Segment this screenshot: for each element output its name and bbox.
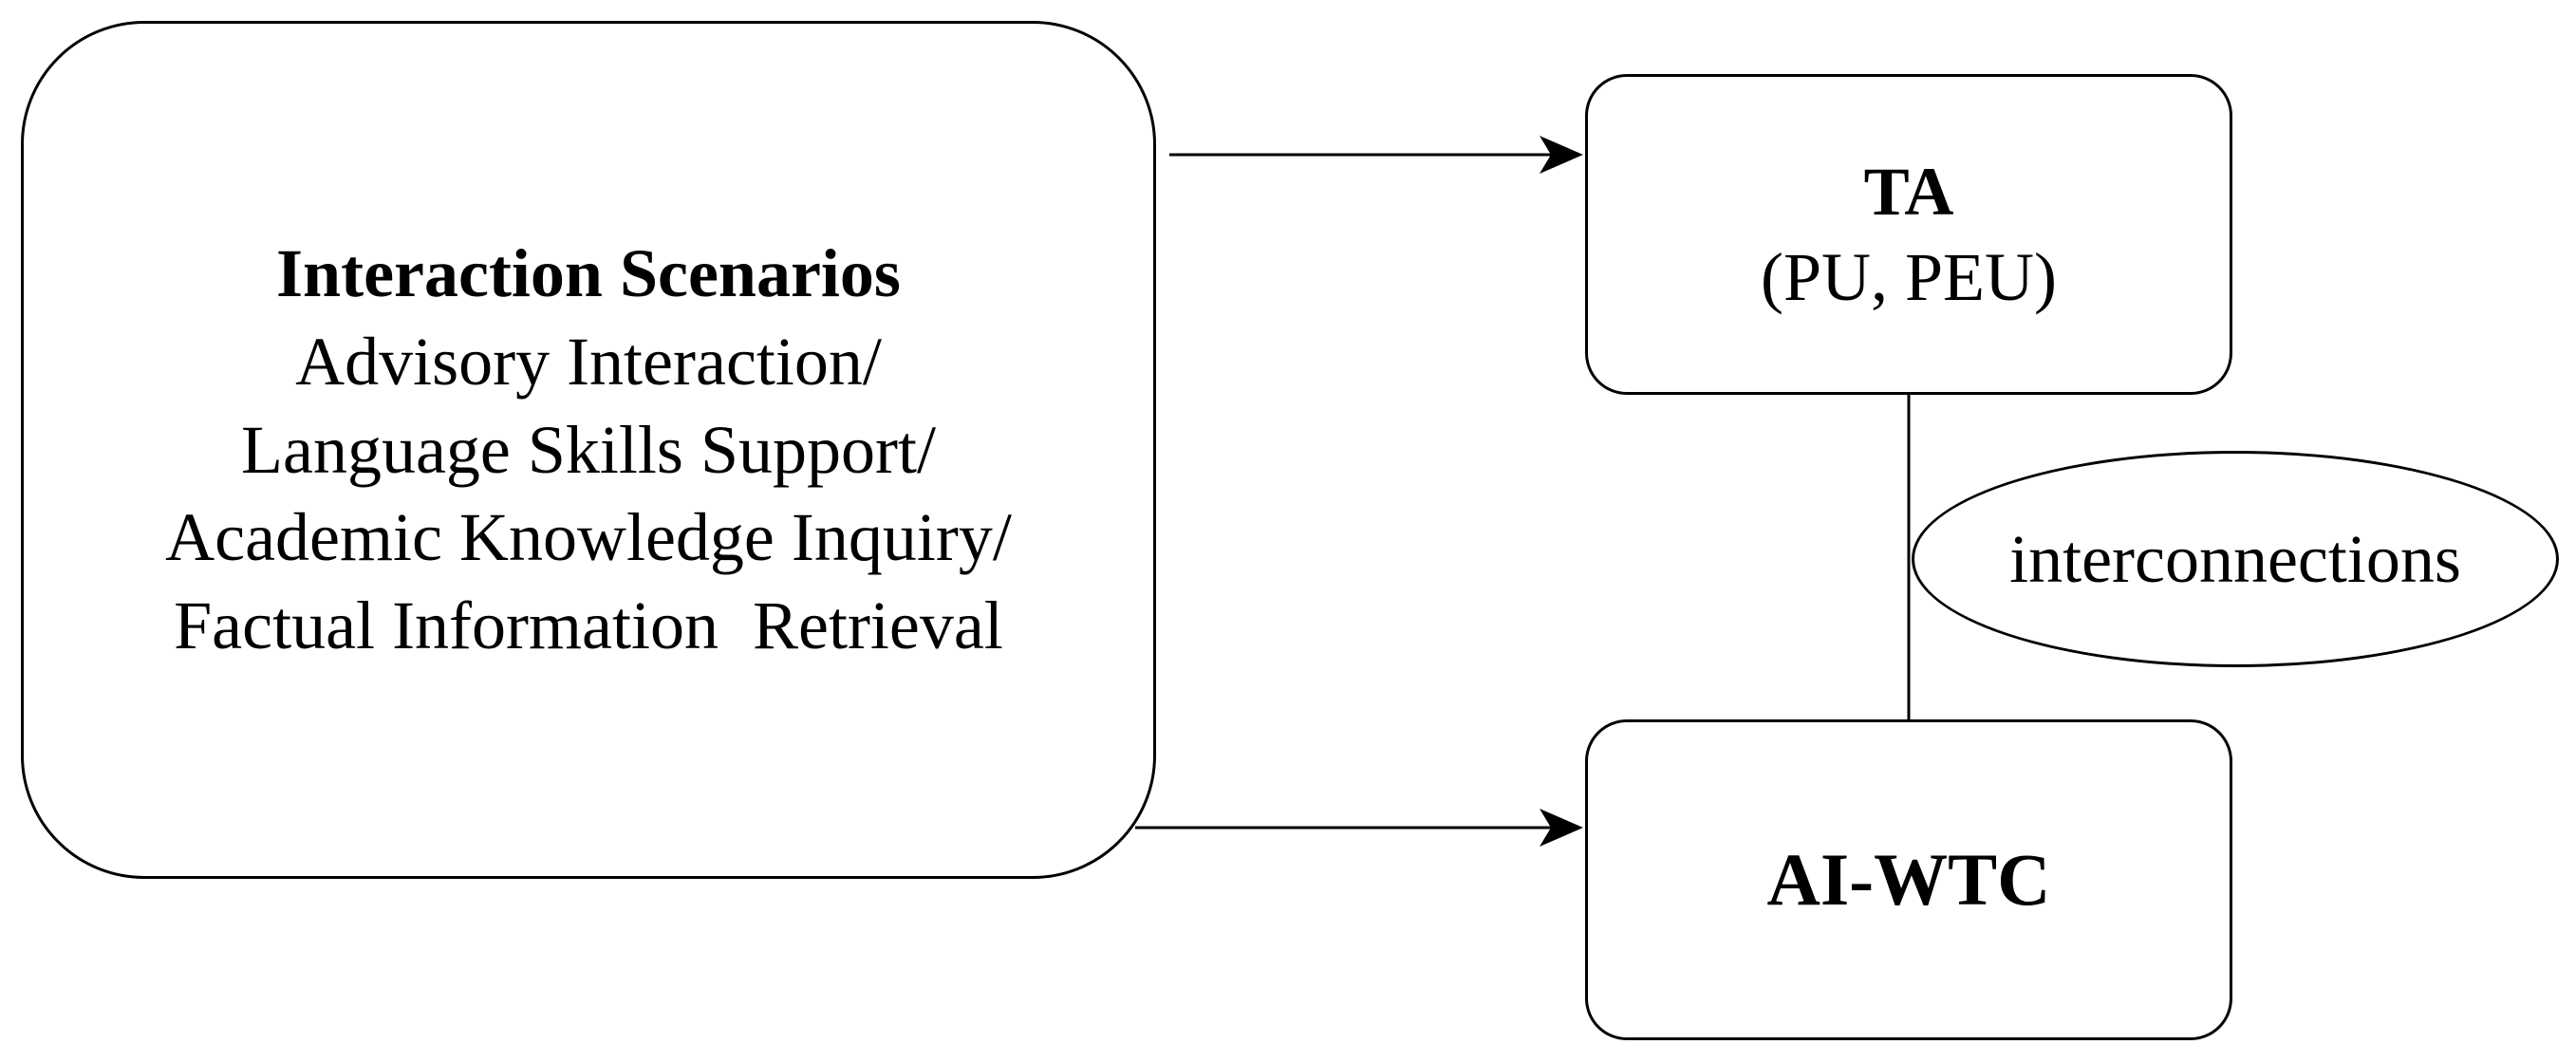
ai-wtc-title: AI-WTC xyxy=(1766,838,2051,921)
scenario-item: Academic Knowledge Inquiry/ xyxy=(165,499,1012,576)
interconnections-label: interconnections xyxy=(2009,520,2461,597)
ta-box: TA (PU, PEU) xyxy=(1585,74,2232,395)
arrowhead-to-ta xyxy=(1540,136,1583,174)
scenario-item: Factual Information Retrieval xyxy=(174,587,1003,664)
interaction-scenarios-box: Interaction Scenarios Advisory Interacti… xyxy=(21,21,1156,879)
ai-wtc-box: AI-WTC xyxy=(1585,719,2232,1040)
interaction-scenarios-title: Interaction Scenarios xyxy=(276,234,901,311)
scenario-item: Advisory Interaction/ xyxy=(295,323,882,400)
ta-subtitle: (PU, PEU) xyxy=(1760,239,2057,315)
ta-title: TA xyxy=(1863,154,1954,230)
scenario-item: Language Skills Support/ xyxy=(241,411,936,488)
interconnections-ellipse: interconnections xyxy=(1912,451,2559,667)
arrowhead-to-aiwtc xyxy=(1540,809,1583,847)
